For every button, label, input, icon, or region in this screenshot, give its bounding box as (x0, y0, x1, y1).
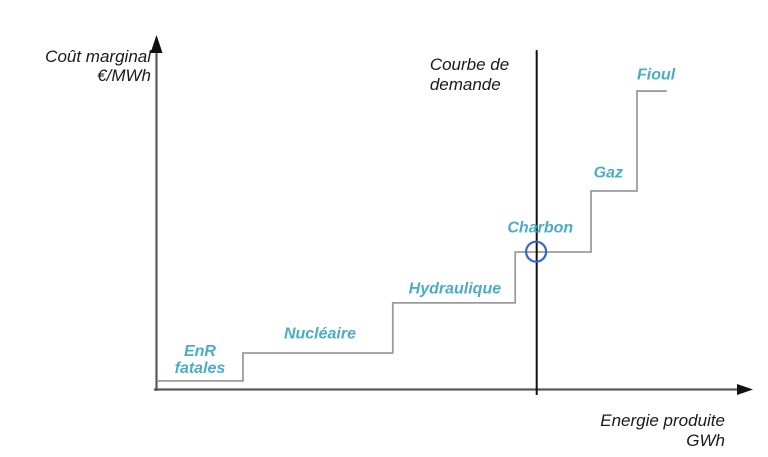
merit-order-step-curve (157, 90, 667, 382)
x-axis-title: Energie produite GWh (0, 411, 725, 451)
intersection-marker-circle (524, 240, 548, 263)
y-axis-title: Coût marginal €/MWh (0, 47, 151, 85)
y-axis-title-line1: Coût marginal (45, 47, 151, 66)
x-axis-title-line2: GWh (686, 431, 725, 450)
x-axis-title-line1: Energie produite (600, 411, 725, 430)
y-axis-arrow-icon (150, 35, 163, 53)
y-axis-title-line2: €/MWh (97, 66, 151, 85)
x-axis-arrow-icon (737, 384, 753, 395)
